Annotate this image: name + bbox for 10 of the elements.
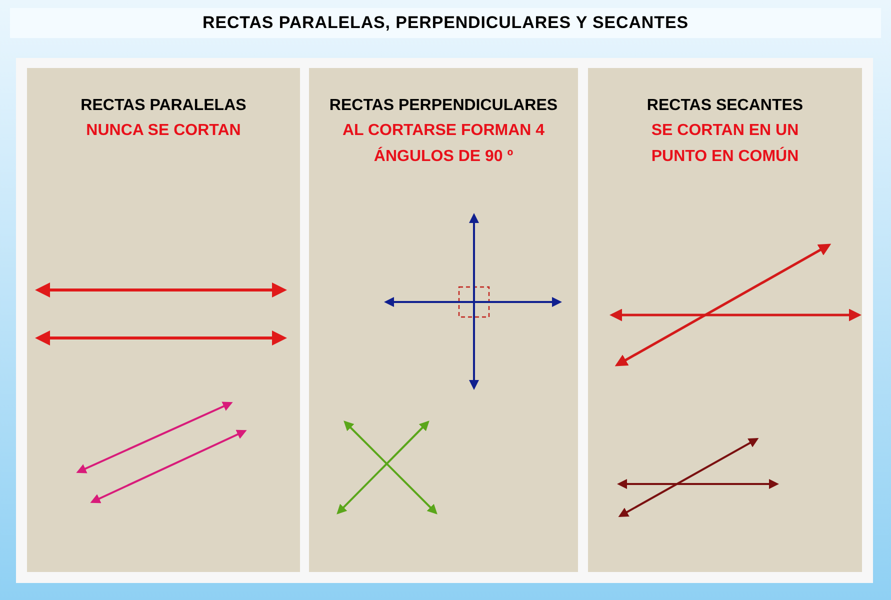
panel-subheading: NUNCA SE CORTAN bbox=[86, 121, 241, 141]
panel-subheading: SE CORTAN EN UN PUNTO EN COMÚN bbox=[650, 121, 800, 167]
panel bbox=[588, 68, 862, 572]
panel-heading: RECTAS SECANTES bbox=[646, 96, 804, 116]
panel bbox=[309, 68, 578, 572]
panel-heading: RECTAS PERPENDICULARES bbox=[329, 96, 558, 116]
title: RECTAS PARALELAS, PERPENDICULARES Y SECANTES bbox=[202, 12, 688, 34]
panel-subheading: AL CORTARSE FORMAN 4 ÁNGULOS DE 90 º bbox=[341, 121, 546, 167]
panel bbox=[27, 68, 300, 572]
panel-heading: RECTAS PARALELAS bbox=[80, 96, 246, 116]
